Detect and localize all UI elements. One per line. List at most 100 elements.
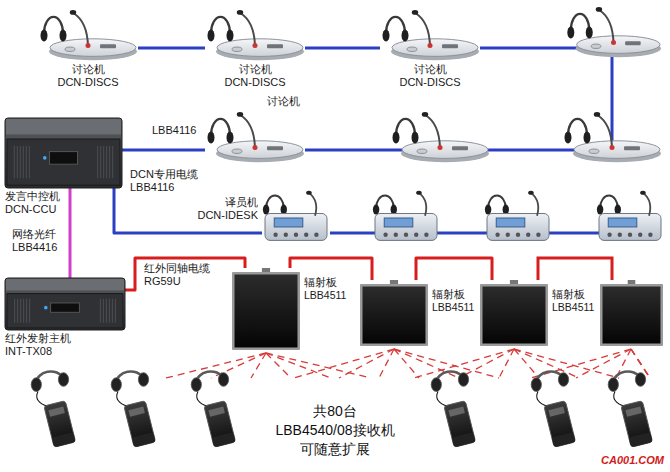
ir-receiver-part [218, 373, 228, 387]
rack-image-part [17, 299, 18, 323]
interpreter-desk-part [628, 233, 632, 237]
infrared-beam-part [394, 349, 459, 378]
rack-image-part [23, 146, 24, 178]
infrared-beam-part [166, 353, 266, 378]
device-name: 讨论机 [380, 63, 480, 76]
device-name: 辐射板 [304, 276, 346, 289]
ir-receiver-part-part [621, 401, 653, 448]
disc-image-part [253, 145, 258, 150]
interpreter-desk-part [495, 233, 499, 237]
cable-label: 红外同轴电缆 RG59U [142, 262, 216, 288]
ir-receiver-part [44, 401, 76, 448]
interpreter-desk-part [416, 191, 422, 195]
interpreter-desk-part [526, 233, 530, 237]
ir-receiver-part [431, 378, 441, 392]
device-node: 讨论机DCN-DISCS [38, 8, 138, 63]
disc-image-part [237, 10, 243, 15]
rack-image-part [103, 146, 104, 178]
ir-receiver-part [635, 373, 645, 387]
discussion-unit-part [584, 132, 591, 144]
ir-receiver-part-part [544, 401, 576, 448]
rack-image-part [23, 299, 24, 323]
disc-image-part [74, 14, 88, 46]
disc-image [380, 8, 480, 63]
ir-receiver-part-part [52, 432, 76, 447]
interpreter-desk-part [424, 233, 428, 237]
rack-image [5, 118, 122, 188]
ir-receiver-part [608, 378, 618, 392]
rack-image-part [103, 299, 104, 323]
infrared-beam-part [459, 349, 514, 378]
cable-run-part [330, 232, 620, 235]
rad-image [360, 280, 428, 346]
infrared-beam-part [514, 349, 539, 378]
ir-receiver-part-part [548, 406, 564, 416]
cable [305, 48, 612, 150]
disc-image-part [241, 14, 255, 46]
device-name: DCN-DISCS [205, 76, 305, 89]
interpreter-desk-part [608, 218, 637, 227]
device-name: 讨论机 [267, 95, 300, 108]
ir-receiver [431, 371, 475, 447]
disc-image-part [227, 30, 234, 42]
ir-receiver-part-part [552, 432, 576, 447]
rack-image-part [14, 299, 15, 323]
disc-image-part [267, 146, 283, 150]
interpreter-desk-part [485, 205, 491, 215]
rack-image-part [14, 146, 15, 178]
device-label: 讨论机DCN-DISCS [380, 63, 480, 89]
discussion-unit-part [417, 149, 427, 153]
device-name: LBB4511 [432, 301, 474, 314]
cable-label: DCN专用电缆 LBB4116 [128, 168, 202, 194]
ir-receiver-part [58, 373, 68, 387]
discussion-unit-part [625, 41, 641, 45]
ir-receiver-part [444, 401, 476, 448]
desk-image-part [314, 233, 318, 237]
ir-receiver-part [531, 378, 541, 392]
rack-image-part [7, 294, 123, 328]
rack-image-part [109, 299, 110, 323]
rack-image-part [97, 146, 98, 178]
discussion-unit-part [412, 132, 419, 144]
rack-image-part [112, 299, 113, 323]
disc-image-part [44, 17, 63, 34]
ir-receiver [111, 371, 155, 447]
infrared-beam-part [576, 349, 631, 378]
rack-image-part [26, 146, 27, 178]
discussion-unit-part [422, 112, 428, 117]
rack-image-part [20, 299, 21, 323]
cable [138, 47, 205, 50]
disc-image [38, 8, 138, 63]
rack-image-part [6, 279, 124, 290]
rad-image-part [363, 287, 426, 344]
device-name: INT-TX08 [5, 345, 71, 358]
interpreter-desk-part [420, 193, 427, 215]
device-node: 辐射板LBB4511 [232, 268, 300, 350]
cable [114, 188, 262, 233]
rad-image-part [232, 272, 300, 350]
ir-receiver-part [37, 391, 48, 406]
disc-image-part [211, 119, 230, 136]
rad-image-part [235, 275, 298, 348]
rack-image-part [49, 152, 77, 165]
interpreter-desk [373, 191, 437, 241]
device-name: 红外发射主机 [5, 332, 71, 345]
interpreter-desk-part [644, 193, 651, 215]
device-label: 讨论机DCN-DISCS [205, 63, 305, 89]
device-name: DCN-DISCS [380, 76, 480, 89]
interpreter-desk-part [536, 233, 540, 237]
rack-image-part [26, 299, 27, 323]
disc-image [205, 8, 305, 63]
ir-receiver-part [558, 373, 568, 387]
radiator-panel-part [603, 287, 661, 344]
device-label: 讨论机DCN-DISCS [38, 63, 138, 89]
device-node: 辐射板LBB4511 [360, 280, 428, 346]
device-name: 译员机 [197, 196, 258, 209]
infrared-beam-part [394, 349, 499, 378]
radiator-panel [600, 280, 663, 346]
rack-image-part [29, 299, 30, 323]
device-node: 讨论机DCN-DISCS [205, 8, 305, 63]
rack-image-part [44, 306, 48, 310]
disc-image-part [232, 47, 242, 51]
rack-image-part [51, 303, 80, 312]
